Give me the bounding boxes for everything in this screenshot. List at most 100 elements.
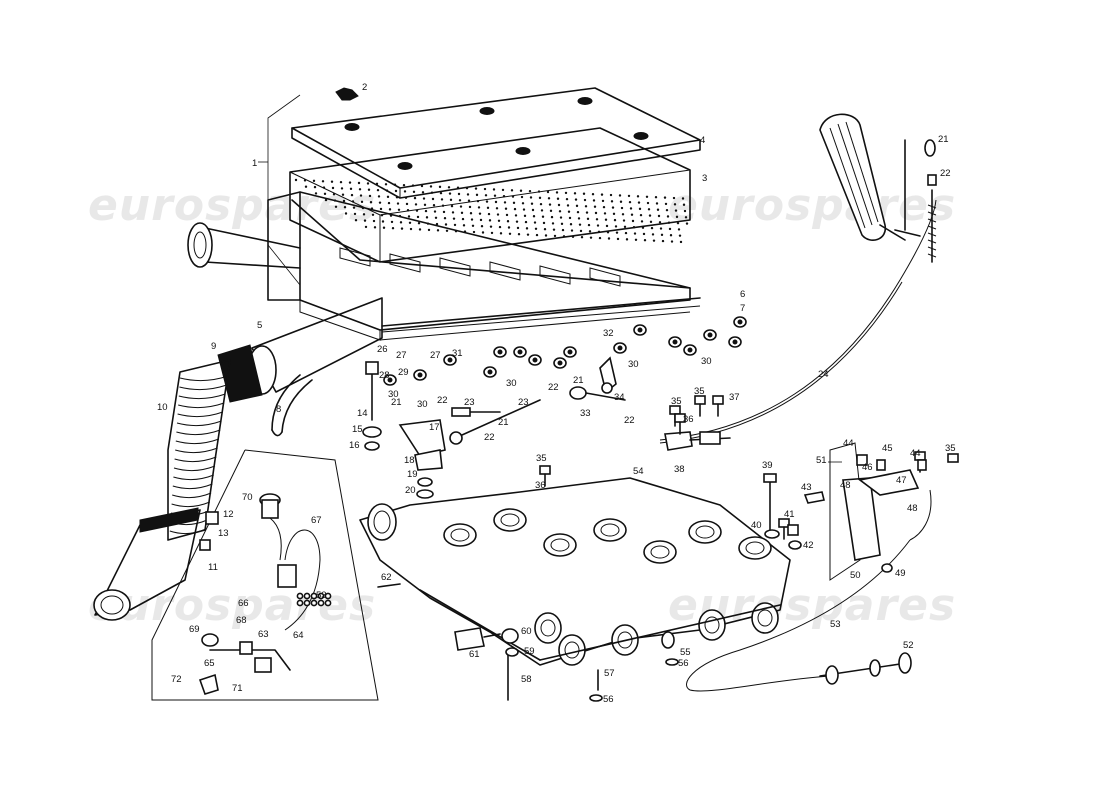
part-label-30-ref9: 30 [417, 399, 428, 410]
part-label-13: 13 [218, 528, 229, 539]
part-label-6: 6 [740, 289, 745, 300]
part-label-8: 8 [276, 404, 281, 415]
part-label-43: 43 [801, 482, 812, 493]
part-label-7: 7 [740, 303, 745, 314]
part-label-14: 14 [357, 408, 368, 419]
part-label-30: 30 [388, 389, 399, 400]
part-label-23: 23 [464, 397, 475, 408]
part-label-19: 19 [407, 469, 418, 480]
part-label-15: 15 [352, 424, 363, 435]
part-label-63: 63 [258, 629, 269, 640]
part-label-23-ref5: 23 [518, 397, 529, 408]
part-label-21-ref3: 21 [573, 375, 584, 386]
part-label-17: 17 [429, 422, 440, 433]
intake-hose [93, 297, 383, 621]
part-label-30-ref20: 30 [628, 359, 639, 370]
part-label-67: 67 [311, 515, 322, 526]
part-label-27-ref8: 27 [430, 350, 441, 361]
part-label-24: 24 [818, 369, 829, 380]
part-label-31: 31 [452, 348, 463, 359]
part-label-61: 61 [469, 649, 480, 660]
part-label-16: 16 [349, 440, 360, 451]
part-label-50: 50 [850, 570, 861, 581]
part-label-71: 71 [232, 683, 243, 694]
part-label-44: 44 [843, 438, 854, 449]
part-label-1: 1 [252, 158, 257, 169]
loose-hardware [199, 395, 926, 702]
part-label-56: 56 [603, 694, 614, 705]
choke-assembly [686, 442, 959, 692]
part-label-54: 54 [633, 466, 644, 477]
part-label-42: 42 [803, 540, 814, 551]
part-label-30-ref7: 30 [701, 356, 712, 367]
part-label-72: 72 [171, 674, 182, 685]
part-label-52: 52 [903, 640, 914, 651]
sensor-box [151, 449, 379, 701]
part-label-36-ref13: 36 [535, 480, 546, 491]
part-label-22: 22 [437, 395, 448, 406]
part-label-57: 57 [604, 668, 615, 679]
part-label-69: 69 [189, 624, 200, 635]
part-label-20: 20 [405, 485, 416, 496]
part-label-55: 55 [680, 647, 691, 658]
part-label-56-ref19: 56 [678, 658, 689, 669]
part-label-46: 46 [862, 462, 873, 473]
part-label-51: 51 [816, 455, 827, 466]
part-label-12: 12 [223, 509, 234, 520]
part-label-35-ref12: 35 [536, 453, 547, 464]
part-label-40: 40 [751, 520, 762, 531]
part-label-26: 26 [377, 344, 388, 355]
part-label-47: 47 [896, 475, 907, 486]
part-label-41: 41 [784, 509, 795, 520]
part-label-27: 27 [396, 350, 407, 361]
part-label-18: 18 [404, 455, 415, 466]
part-label-35-ref17: 35 [945, 443, 956, 454]
part-label-45: 45 [882, 443, 893, 454]
part-label-22-ref1: 22 [484, 432, 495, 443]
part-label-11: 11 [208, 562, 218, 573]
part-label-39: 39 [762, 460, 773, 471]
part-label-44-ref15: 44 [910, 448, 921, 459]
part-label-21-ref0: 21 [498, 417, 509, 428]
part-label-10: 10 [157, 402, 168, 413]
part-label-29: 29 [398, 367, 409, 378]
part-label-53: 53 [830, 619, 841, 630]
part-label-4: 4 [700, 135, 705, 146]
part-label-30-ref6: 30 [506, 378, 517, 389]
part-label-34: 34 [614, 392, 625, 403]
accelerator-pedal [819, 113, 937, 263]
part-label-22-ref4: 22 [624, 415, 635, 426]
part-label-33: 33 [580, 408, 591, 419]
part-label-21: 21 [391, 397, 402, 408]
part-label-59: 59 [524, 646, 535, 657]
part-label-2: 2 [362, 82, 367, 93]
part-label-66: 66 [238, 598, 249, 609]
part-label-28: 28 [379, 370, 390, 381]
part-label-22-ref11: 22 [940, 168, 951, 179]
part-label-3: 3 [702, 173, 707, 184]
part-label-62: 62 [381, 572, 392, 583]
part-label-48: 48 [840, 480, 851, 491]
part-label-35: 35 [694, 386, 705, 397]
part-label-49: 49 [895, 568, 906, 579]
part-label-22-ref2: 22 [548, 382, 559, 393]
part-label-38: 38 [674, 464, 685, 475]
part-label-53-ref18: 53 [316, 590, 327, 601]
part-label-70: 70 [242, 492, 253, 503]
linkage-parts [362, 199, 937, 499]
part-label-65: 65 [204, 658, 215, 669]
part-label-37: 37 [729, 392, 740, 403]
part-label-36: 36 [683, 414, 694, 425]
air-filter-assembly [187, 87, 701, 341]
part-label-35-ref14: 35 [671, 396, 682, 407]
part-label-48-ref16: 48 [907, 503, 918, 514]
intake-manifold [359, 477, 791, 666]
part-label-68: 68 [236, 615, 247, 626]
part-label-5: 5 [257, 320, 262, 331]
part-label-58: 58 [521, 674, 532, 685]
part-label-60: 60 [521, 626, 532, 637]
part-label-21-ref10: 21 [938, 134, 949, 145]
